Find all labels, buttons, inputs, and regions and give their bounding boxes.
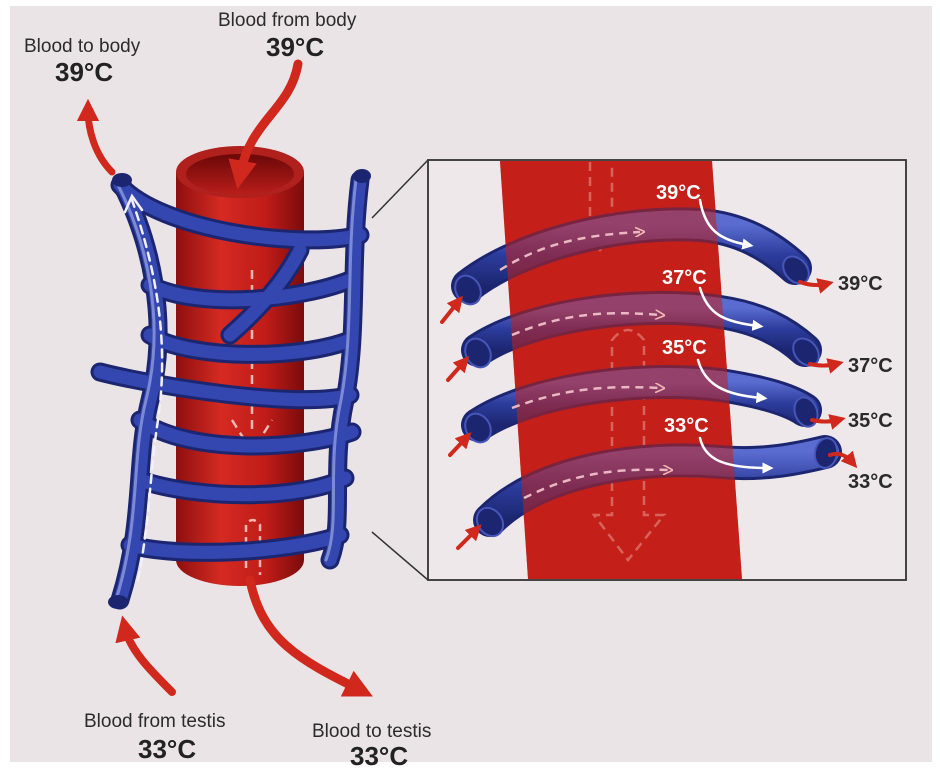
artery-cylinder (176, 146, 304, 586)
blood-from-testis-caption: Blood from testis (84, 712, 226, 731)
zoom-inset (428, 160, 906, 580)
inset-inner-temp-2: 37°C (662, 268, 707, 288)
inset-inner-temp-1: 39°C (656, 183, 701, 203)
blood-to-testis-caption: Blood to testis (312, 722, 431, 741)
inset-outer-temp-1: 39°C (838, 274, 883, 294)
blood-to-body-temp: 39°C (55, 59, 113, 85)
blood-from-body-temp: 39°C (266, 34, 324, 60)
inset-inner-temp-3: 35°C (662, 338, 707, 358)
blood-from-testis-temp: 33°C (138, 736, 196, 762)
inset-outer-temp-4: 33°C (848, 472, 893, 492)
blood-to-body-caption: Blood to body (24, 37, 140, 56)
inset-outer-temp-2: 37°C (848, 356, 893, 376)
inset-inner-temp-4: 33°C (664, 416, 709, 436)
inset-outer-temp-3: 35°C (848, 411, 893, 431)
blood-to-testis-temp: 33°C (350, 743, 408, 769)
blood-from-body-caption: Blood from body (218, 11, 356, 30)
